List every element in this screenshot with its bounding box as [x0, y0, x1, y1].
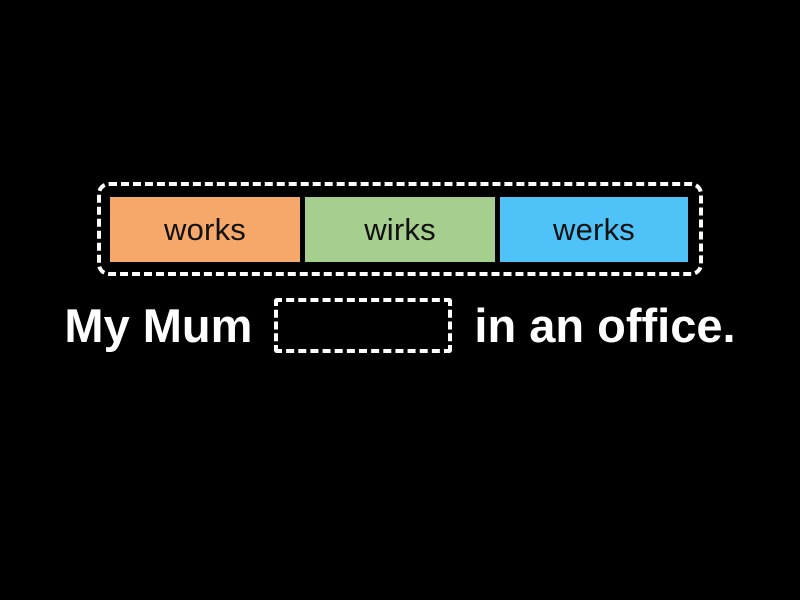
word-tile-label: works — [164, 211, 246, 247]
word-tile-label: wirks — [364, 211, 436, 247]
word-tile-label: werks — [553, 211, 635, 247]
sentence-text-after: in an office. — [474, 298, 736, 352]
answer-drop-slot[interactable] — [274, 297, 453, 353]
word-tile-werks[interactable]: werks — [500, 196, 688, 262]
word-tile-works[interactable]: works — [110, 196, 300, 262]
sentence-row: My Mum in an office. — [0, 292, 800, 358]
word-tile-wirks[interactable]: wirks — [305, 196, 495, 262]
word-tile-tray: works wirks werks — [97, 182, 703, 276]
sentence-text-before: My Mum — [64, 298, 253, 352]
